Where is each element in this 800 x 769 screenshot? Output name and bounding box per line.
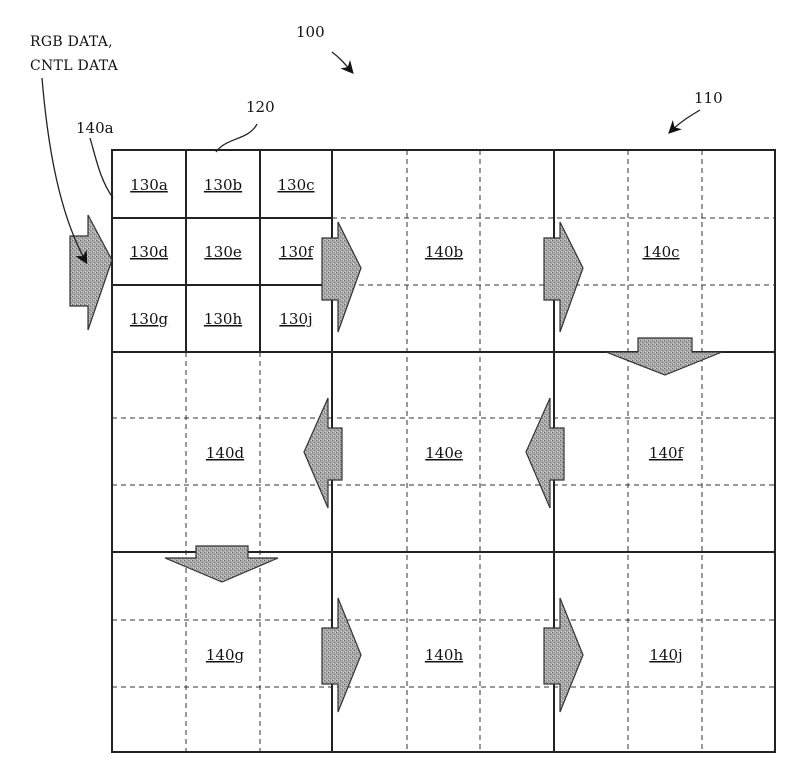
tile-label: 140g — [206, 646, 245, 664]
input-label-line2: CNTL DATA — [30, 58, 119, 74]
ref-label-140a: 140a — [76, 119, 114, 137]
arrow-140g-to-140h — [322, 598, 361, 712]
tile-label: 140d — [206, 444, 245, 462]
tile-labels: 140b 140c 140d 140e 140f 140g 140h 140j — [206, 243, 685, 664]
tile-label: 140h — [425, 646, 464, 664]
input-arrow — [70, 215, 112, 330]
cell-label: 130c — [277, 176, 314, 194]
ref-label-120: 120 — [246, 98, 275, 116]
reference-leaders — [42, 52, 700, 262]
leader-120 — [216, 124, 257, 152]
ref-label-100: 100 — [296, 23, 325, 41]
cell-label: 130d — [130, 243, 169, 261]
cell-label: 130a — [130, 176, 168, 194]
cell-labels: 130a 130b 130c 130d 130e 130f 130g 130h … — [130, 176, 315, 328]
cell-label: 130f — [279, 243, 315, 261]
cell-label: 130g — [130, 310, 169, 328]
cell-label: 130e — [204, 243, 242, 261]
tile-label: 140e — [425, 444, 463, 462]
arrow-140c-to-140f — [606, 338, 722, 375]
cell-label: 130b — [204, 176, 242, 194]
leader-110 — [670, 110, 700, 132]
leader-input — [42, 78, 86, 262]
tile-label: 140c — [642, 243, 679, 261]
cell-label: 130h — [204, 310, 243, 328]
arrow-140b-to-140c — [544, 222, 583, 332]
leader-100 — [332, 52, 352, 72]
arrow-140e-to-140d — [304, 398, 342, 508]
ref-label-110: 110 — [694, 89, 723, 107]
tile-label: 140j — [649, 646, 682, 664]
input-label-line1: RGB DATA, — [30, 34, 113, 50]
cell-label: 130j — [279, 310, 312, 328]
arrow-140h-to-140j — [544, 598, 583, 712]
leader-140a — [90, 138, 113, 198]
tile-label: 140b — [425, 243, 463, 261]
data-flow-arrows — [70, 215, 722, 712]
tile-label: 140f — [649, 444, 685, 462]
arrow-140a-to-140b — [322, 222, 361, 332]
arrow-140f-to-140e — [526, 398, 564, 508]
